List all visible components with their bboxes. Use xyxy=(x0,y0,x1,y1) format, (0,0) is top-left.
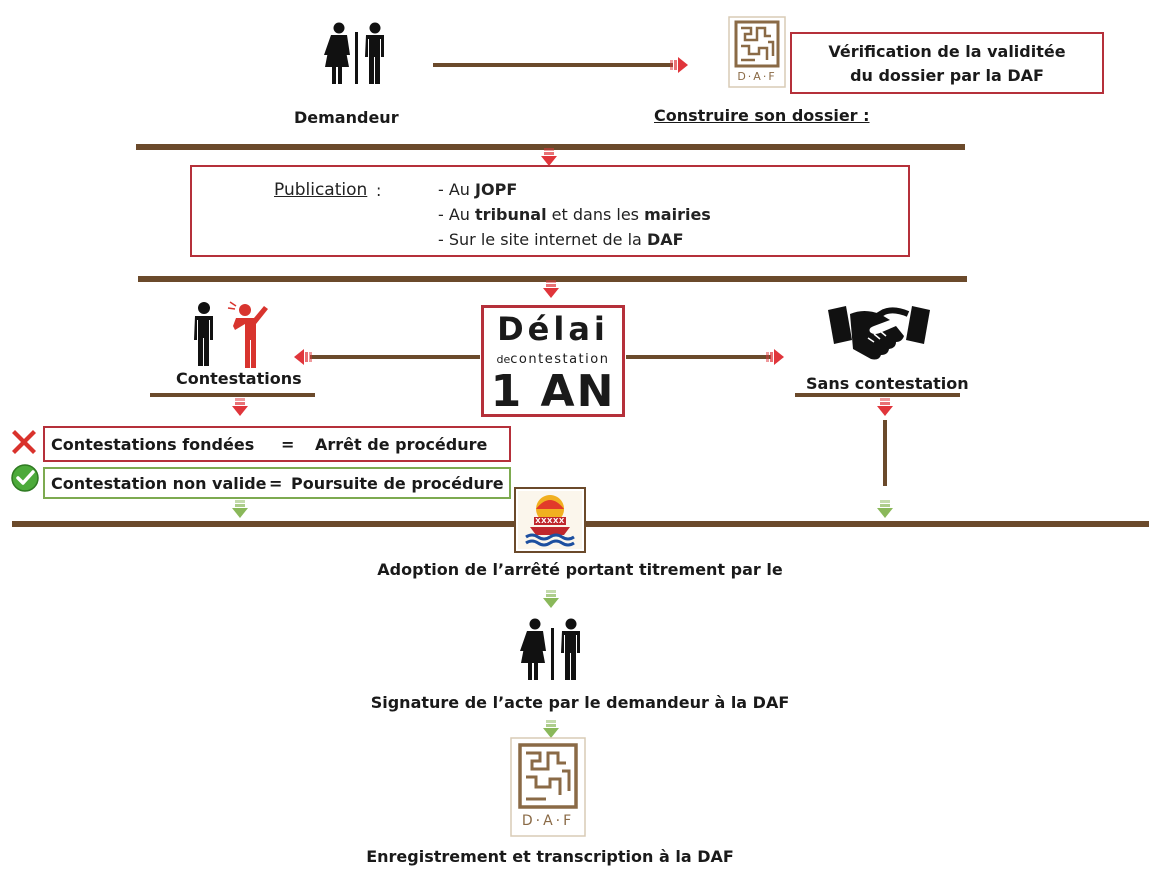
divider-bar-1 xyxy=(136,144,965,150)
handshake-icon xyxy=(828,306,930,360)
couple-icon xyxy=(520,618,580,680)
arrow-head-left xyxy=(294,349,312,365)
sans-contestation-label: Sans contestation xyxy=(806,374,969,393)
fondees-left: Contestations fondées xyxy=(51,435,255,454)
verification-box: Vérification de la validitée du dossier … xyxy=(790,32,1104,94)
arrow-line-right xyxy=(626,355,771,359)
arrow-line xyxy=(433,63,673,67)
publication-item-2: - Au tribunal et dans les mairies xyxy=(438,205,711,224)
publication-box: Publication : - Au JOPF - Au tribunal et… xyxy=(190,165,910,257)
fondees-equals: = xyxy=(281,435,295,454)
publication-colon: : xyxy=(376,181,382,200)
nonvalide-left: Contestation non valide xyxy=(51,474,267,493)
fondees-right: Arrêt de procédure xyxy=(315,435,488,454)
arrow-head-right xyxy=(766,349,784,365)
delai-title: Délai xyxy=(497,310,609,348)
demandeur-label: Demandeur xyxy=(294,108,399,127)
green-check-icon xyxy=(11,464,39,492)
nonvalide-right: Poursuite de procédure xyxy=(291,474,504,493)
emblem-text: XXXXX xyxy=(535,517,565,525)
enregistrement-label: Enregistrement et transcription à la DAF xyxy=(366,847,734,866)
red-cross-icon xyxy=(12,430,36,454)
dispute-icon xyxy=(194,301,268,368)
arrow-down-green xyxy=(543,720,559,738)
delai-subtitle: decontestation xyxy=(496,352,610,367)
dossier-label: Construire son dossier : xyxy=(654,106,870,125)
sans-contestation-underline xyxy=(795,393,960,397)
arrow-down-green xyxy=(543,590,559,608)
daf-logo: D·A·F xyxy=(728,16,786,88)
daf-logo: D·A·F xyxy=(510,737,586,837)
publication-item-1: - Au JOPF xyxy=(438,180,518,199)
arrow-head-right xyxy=(670,57,688,73)
verification-line-1: Vérification de la validitée xyxy=(828,42,1066,61)
adoption-label: Adoption de l’arrêté portant titrement p… xyxy=(377,560,783,579)
divider-bar-2 xyxy=(138,276,967,282)
verification-line-2: du dossier par la DAF xyxy=(850,66,1044,85)
nonvalide-equals: = xyxy=(269,474,283,493)
contestations-fondees-box: Contestations fondées = Arrêt de procédu… xyxy=(43,426,511,462)
contestations-label: Contestations xyxy=(176,369,302,388)
daf-logo-text: D·A·F xyxy=(521,813,575,829)
arrow-line-left xyxy=(310,355,480,359)
polynesia-emblem: XXXXX xyxy=(514,487,586,553)
arrow-down-green xyxy=(232,500,248,518)
signature-label: Signature de l’acte par le demandeur à l… xyxy=(370,693,790,712)
delai-duration: 1 AN xyxy=(490,366,616,417)
arrow-down-red xyxy=(877,398,893,416)
daf-logo-icon xyxy=(728,16,786,88)
arrow-down-green xyxy=(877,500,893,518)
delai-box: Délai decontestation 1 AN xyxy=(481,305,625,417)
arrow-down-red xyxy=(232,398,248,416)
contestation-non-valide-box: Contestation non valide = Poursuite de p… xyxy=(43,467,511,499)
couple-icon xyxy=(324,22,384,84)
arrow-down-red xyxy=(541,148,557,166)
publication-label: Publication xyxy=(274,180,368,200)
contestations-underline xyxy=(150,393,315,397)
arrow-down-red xyxy=(543,280,559,298)
publication-item-3: - Sur le site internet de la DAF xyxy=(438,230,684,249)
daf-logo-icon xyxy=(510,737,586,837)
sans-contestation-vertical-line xyxy=(883,420,887,486)
daf-logo-text: D·A·F xyxy=(737,70,777,83)
polynesia-emblem-icon xyxy=(514,487,586,553)
